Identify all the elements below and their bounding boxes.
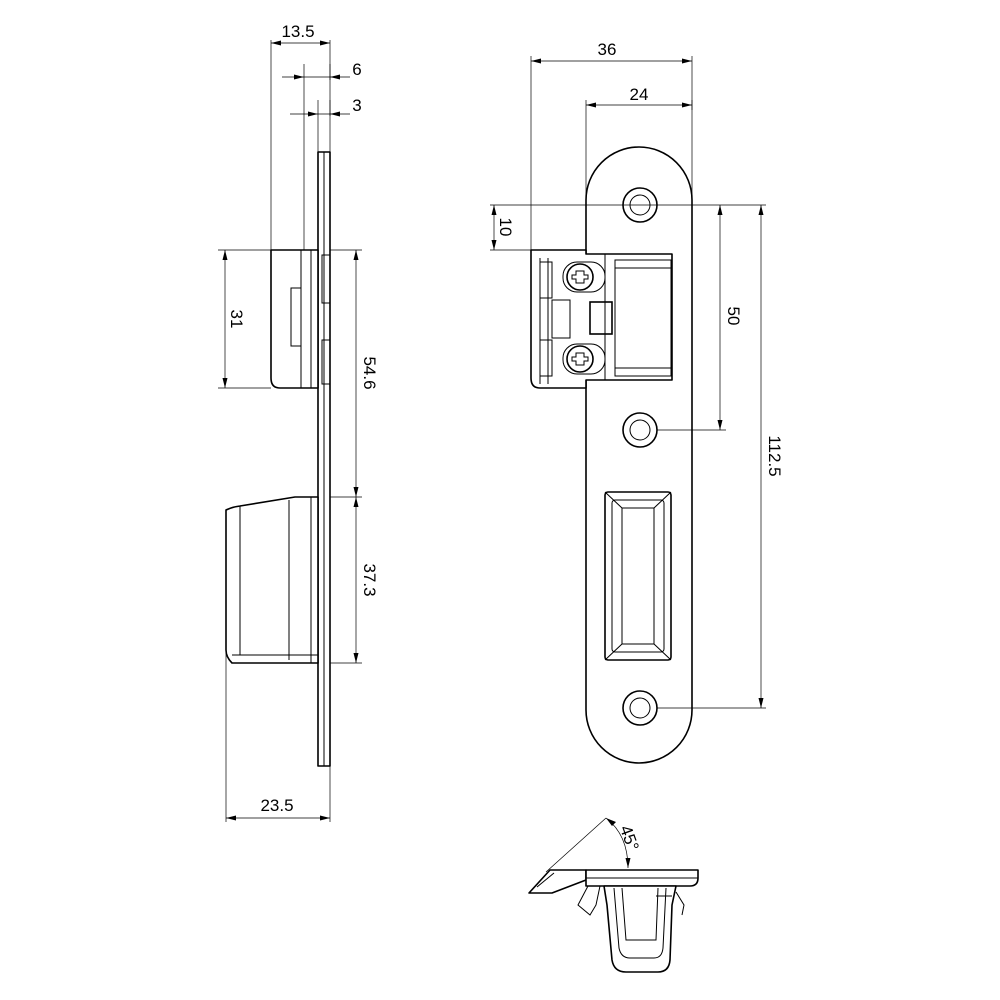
dim-24-label: 24 bbox=[630, 85, 649, 104]
dim-24: 24 bbox=[585, 85, 693, 200]
front-plate bbox=[585, 146, 693, 764]
dim-10-label: 10 bbox=[496, 218, 515, 237]
front-keeper bbox=[530, 249, 673, 389]
dim-13-5-label: 13.5 bbox=[281, 22, 314, 41]
front-recess bbox=[604, 491, 672, 661]
top-clip-right bbox=[675, 891, 685, 916]
side-keeper-tab-bottom bbox=[321, 339, 331, 385]
front-view: 36 24 10 50 bbox=[490, 40, 784, 764]
side-lower-box bbox=[225, 496, 319, 664]
dim-45-angle: 45° bbox=[545, 817, 643, 873]
top-latch-nose bbox=[528, 869, 587, 894]
dim-37-3-label: 37.3 bbox=[360, 563, 379, 596]
dim-31: 31 bbox=[218, 249, 271, 389]
dim-23-5-label: 23.5 bbox=[260, 796, 293, 815]
dim-50-label: 50 bbox=[724, 307, 743, 326]
top-box-inner bbox=[621, 887, 659, 941]
dim-54-6-label: 54.6 bbox=[360, 356, 379, 389]
top-nose-line bbox=[536, 872, 555, 888]
side-upper-keeper bbox=[270, 249, 319, 389]
dim-36: 36 bbox=[530, 40, 693, 250]
top-clip-left bbox=[577, 885, 601, 916]
dim-112-5-label: 112.5 bbox=[765, 435, 784, 476]
dim-45-label: 45° bbox=[616, 823, 643, 854]
side-view: 13.5 6 3 31 bbox=[218, 22, 379, 822]
top-box bbox=[603, 885, 677, 973]
side-keeper-tab-top bbox=[321, 254, 331, 304]
top-view: 45° bbox=[528, 817, 699, 973]
side-keeper-slot bbox=[290, 287, 302, 347]
dim-112-5: 112.5 bbox=[657, 205, 784, 709]
dim-37-3: 37.3 bbox=[330, 497, 379, 664]
screw-icon bbox=[562, 343, 606, 375]
dim-31-label: 31 bbox=[227, 310, 246, 329]
dim-23-5: 23.5 bbox=[225, 650, 331, 822]
top-box-inner bbox=[613, 887, 667, 959]
dim-3-label: 3 bbox=[352, 96, 361, 115]
dim-54-6: 54.6 bbox=[330, 249, 379, 498]
dim-6-label: 6 bbox=[352, 60, 361, 79]
dim-50: 50 bbox=[657, 205, 743, 431]
dim-3: 3 bbox=[290, 96, 362, 152]
screw-icon bbox=[562, 261, 606, 293]
dim-36-label: 36 bbox=[598, 40, 617, 59]
dim-6: 6 bbox=[282, 60, 362, 250]
dim-13-5: 13.5 bbox=[270, 22, 331, 250]
